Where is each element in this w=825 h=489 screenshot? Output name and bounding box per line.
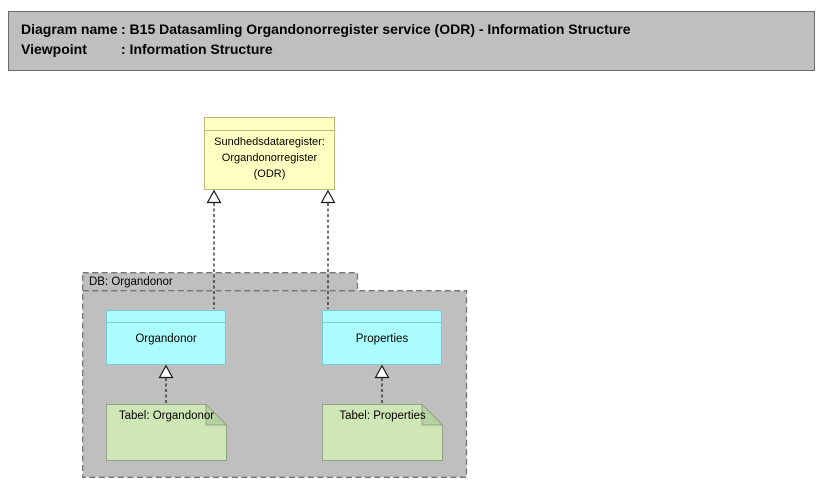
realization-arrowhead-icon [374,364,390,379]
note-body [106,404,227,461]
viewpoint-label: Viewpoint [21,41,87,57]
entity-properties-label: Properties [355,333,409,345]
node-sundhedsdataregister-odr[interactable]: Sundhedsdataregister: Organdonorregister… [204,117,335,190]
table-note-shape [322,403,444,461]
service-node-title-compartment [205,118,334,131]
realization-connector-tabel-organdonor-to-organdonor[interactable] [158,364,174,403]
node-entity-properties[interactable]: Properties [322,310,442,365]
table-note-shape [106,403,228,461]
table-organdonor-label: Tabel: Organdonor [118,410,215,422]
node-table-properties[interactable]: Tabel: Properties [322,403,444,461]
note-body [322,404,443,461]
diagram-name-label: Diagram name [21,21,118,37]
table-properties-label: Tabel: Properties [339,410,426,422]
viewpoint-value: : Information Structure [121,41,273,57]
service-node-label: Sundhedsdataregister: Organdonorregister… [214,136,325,180]
realization-arrowhead-icon [158,364,174,379]
realization-arrowhead-icon [320,189,336,204]
diagram-name-row: Diagram name : B15 Datasamling Organdono… [21,19,806,39]
diagram-info-box: Diagram name : B15 Datasamling Organdono… [8,11,815,71]
folded-corner-icon [421,403,444,426]
diagram-name-value: : B15 Datasamling Organdonorregister ser… [121,21,631,37]
realization-connector-organdonor-to-odr[interactable] [206,189,222,309]
folded-corner-icon [205,403,228,426]
entity-organdonor-label: Organdonor [135,333,197,345]
group-db-organdonor-label: DB: Organdonor [89,276,173,288]
node-entity-organdonor[interactable]: Organdonor [106,310,226,365]
entity-title-compartment [323,311,441,323]
realization-connector-properties-to-odr[interactable] [320,189,336,309]
viewpoint-row: Viewpoint : Information Structure [21,39,806,59]
entity-title-compartment [107,311,225,323]
realization-connector-tabel-properties-to-properties[interactable] [374,364,390,403]
realization-arrowhead-icon [206,189,222,204]
node-table-organdonor[interactable]: Tabel: Organdonor [106,403,228,461]
